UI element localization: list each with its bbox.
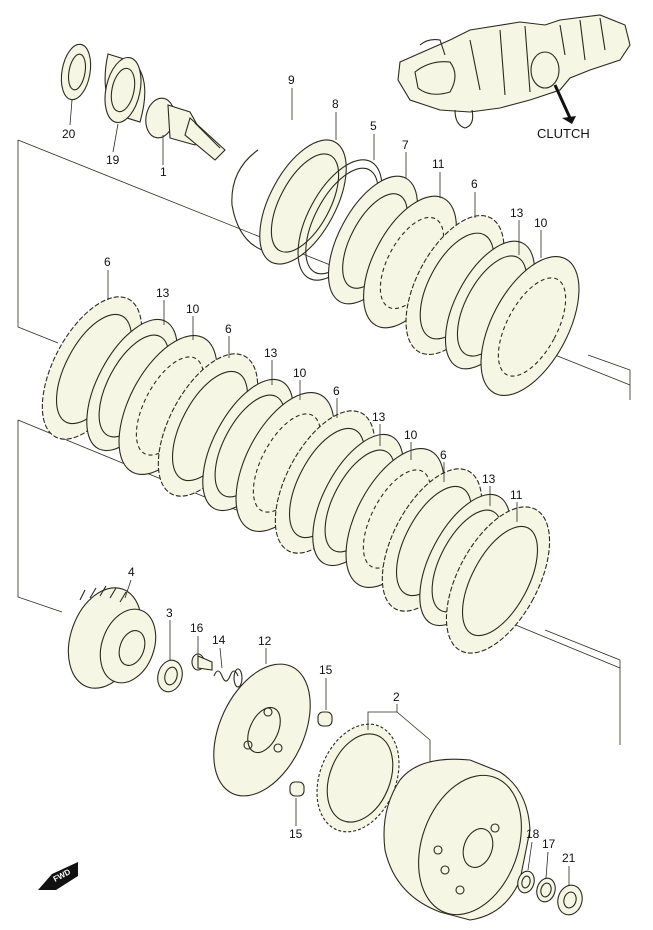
damper-15-lower bbox=[289, 781, 305, 797]
callout-6-row2d: 6 bbox=[440, 448, 447, 462]
callout-10-row2c: 10 bbox=[404, 428, 418, 442]
callout-14: 14 bbox=[212, 633, 226, 647]
callout-5: 5 bbox=[370, 119, 377, 133]
callout-12: 12 bbox=[258, 634, 272, 648]
callout-13-row2b: 13 bbox=[264, 346, 278, 360]
callout-3: 3 bbox=[166, 606, 173, 620]
clutch-housing bbox=[383, 758, 531, 921]
callout-7: 7 bbox=[402, 138, 409, 152]
callout-numbers: 20 19 1 9 8 5 7 11 6 13 10 6 13 10 6 13 … bbox=[62, 73, 576, 865]
callout-16: 16 bbox=[190, 621, 204, 635]
callout-21: 21 bbox=[562, 851, 576, 865]
callout-20: 20 bbox=[62, 127, 76, 141]
callout-4: 4 bbox=[128, 565, 135, 579]
callout-6-top: 6 bbox=[471, 177, 478, 191]
bolt-16 bbox=[191, 653, 213, 671]
callout-13-row2a: 13 bbox=[156, 286, 170, 300]
callout-17: 17 bbox=[542, 837, 556, 851]
damper-15-upper bbox=[317, 711, 333, 727]
bearing-19 bbox=[104, 53, 146, 124]
callout-10-row2b: 10 bbox=[293, 366, 307, 380]
engine-cutaway-illustration bbox=[397, 14, 631, 129]
oil-seal-20 bbox=[60, 43, 92, 101]
bearing-21 bbox=[557, 884, 583, 916]
clutch-label: CLUTCH bbox=[537, 126, 590, 141]
callout-13-row2c: 13 bbox=[372, 410, 386, 424]
drive-plate-10-top bbox=[480, 256, 580, 396]
fwd-arrow-icon: FWD bbox=[38, 862, 78, 890]
callout-6-row2a: 6 bbox=[104, 255, 111, 269]
washer-18 bbox=[517, 870, 535, 894]
callout-10-top: 10 bbox=[534, 216, 548, 230]
callout-1: 1 bbox=[160, 165, 167, 179]
callout-9: 9 bbox=[288, 73, 295, 87]
callout-2: 2 bbox=[393, 690, 400, 704]
callout-15-upper: 15 bbox=[319, 663, 333, 677]
washer-3 bbox=[157, 659, 183, 693]
spring-14 bbox=[213, 668, 243, 688]
plate-11-bottom bbox=[445, 506, 551, 654]
leader-lines bbox=[69, 88, 570, 886]
callout-8: 8 bbox=[332, 97, 339, 111]
callout-6-row2c: 6 bbox=[333, 384, 340, 398]
callout-11-bottom: 11 bbox=[510, 488, 523, 502]
callout-6-row2b: 6 bbox=[225, 322, 232, 336]
clutch-pressure-plate-12 bbox=[213, 663, 311, 797]
callout-13-row2d: 13 bbox=[482, 472, 496, 486]
circlip-9 bbox=[231, 149, 263, 251]
callout-11-top: 11 bbox=[432, 157, 445, 171]
callout-15-lower: 15 bbox=[289, 827, 303, 841]
pressure-plate-8 bbox=[259, 139, 347, 265]
clutch-sleeve-hub-4 bbox=[67, 585, 157, 689]
callout-13-top: 13 bbox=[510, 206, 524, 220]
shaft-1 bbox=[145, 97, 226, 161]
callout-18: 18 bbox=[526, 827, 540, 841]
callout-10-row2a: 10 bbox=[186, 302, 200, 316]
callout-19: 19 bbox=[106, 153, 120, 167]
spacer-17 bbox=[536, 877, 556, 903]
